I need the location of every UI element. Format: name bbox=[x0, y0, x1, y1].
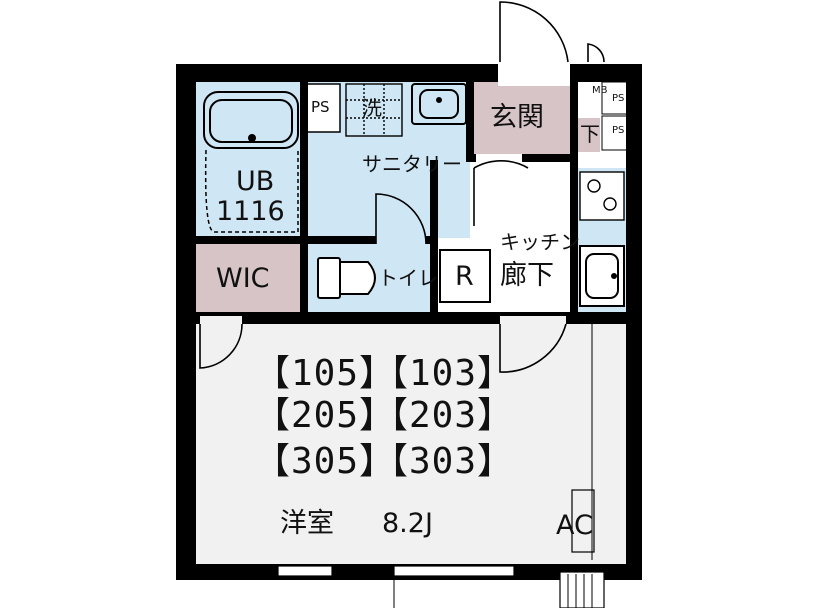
refrigerator-label: R bbox=[455, 261, 474, 292]
hallway-label: 廊下 bbox=[500, 260, 554, 291]
unit-number: 【103】 bbox=[372, 353, 515, 394]
unit-number: 【305】 bbox=[254, 441, 397, 482]
washer-label: 洗 bbox=[362, 96, 382, 120]
western-room-floor bbox=[192, 318, 630, 566]
washbasin bbox=[411, 83, 467, 125]
mb-label: MB bbox=[592, 85, 608, 96]
unit-number: 【205】 bbox=[254, 395, 397, 436]
shoebox-area bbox=[576, 118, 600, 152]
unit-bath-label: UB bbox=[236, 166, 275, 197]
unit-bath-area bbox=[192, 78, 304, 236]
kitchen-sink bbox=[579, 245, 625, 307]
unit-number: 【105】 bbox=[254, 353, 397, 394]
toilet-label: トイレ bbox=[378, 266, 438, 290]
ps-label-main: PS bbox=[311, 98, 330, 116]
kitchen-label: キッチン bbox=[500, 230, 580, 254]
wic-area bbox=[192, 244, 302, 314]
unit-number: 【303】 bbox=[372, 441, 515, 482]
entrance-area bbox=[474, 82, 574, 154]
wic-label: WIC bbox=[216, 263, 270, 294]
ps-box-lower bbox=[601, 115, 629, 151]
western-room-size-label: 8.2J bbox=[382, 508, 433, 539]
balcony-window bbox=[277, 565, 605, 608]
refrigerator-space bbox=[439, 249, 491, 303]
ps-label-upper: PS bbox=[612, 93, 625, 104]
entrance-label: 玄関 bbox=[490, 102, 544, 133]
doors bbox=[199, 1, 605, 373]
shoebox-label: 下 bbox=[580, 122, 600, 146]
washing-machine-space bbox=[345, 83, 403, 137]
stove bbox=[579, 171, 625, 221]
air-conditioner bbox=[571, 489, 595, 553]
toilet-fixture bbox=[317, 257, 376, 299]
bathtub-drain bbox=[248, 134, 256, 142]
ac-label: AC bbox=[556, 510, 593, 541]
western-room-label: 洋室 bbox=[280, 508, 334, 539]
sanitary-label: サニタリー bbox=[362, 152, 462, 176]
unit-bath-size-label: 1116 bbox=[216, 196, 285, 227]
bathtub bbox=[203, 91, 299, 149]
ps-label-lower: PS bbox=[612, 125, 625, 136]
unit-number: 【203】 bbox=[372, 395, 515, 436]
